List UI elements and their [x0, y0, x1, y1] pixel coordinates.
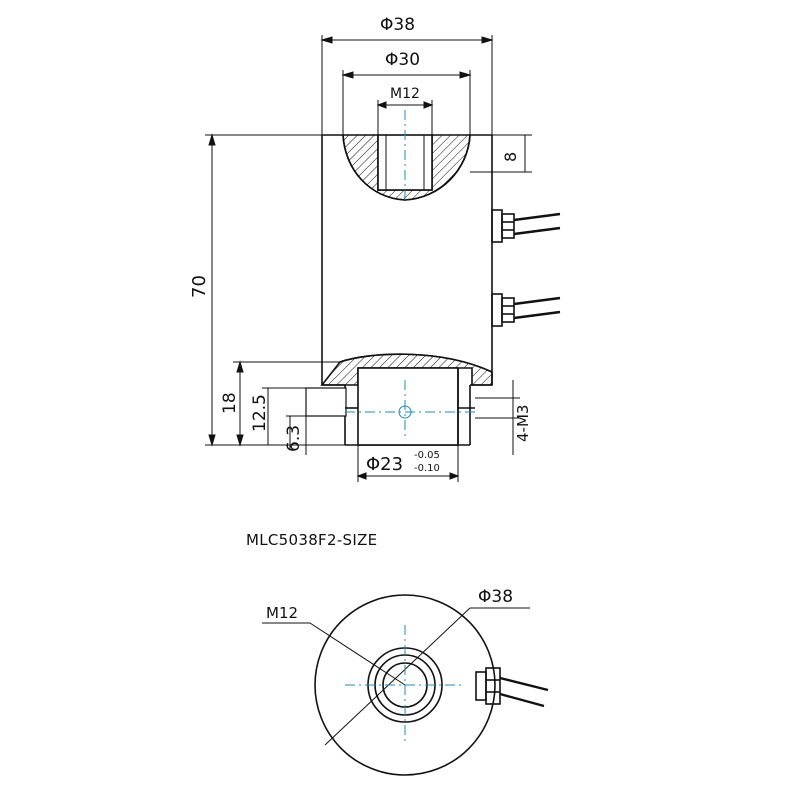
dim-bottom-bore-tol-lower: -0.10	[414, 463, 440, 474]
top-view-cable-connector	[475, 667, 549, 708]
dim-pocket-diameter: Φ30	[385, 50, 420, 70]
dim-top-depth: 8	[501, 152, 520, 162]
dim-outer-diameter: Φ38	[380, 15, 415, 35]
dim-bottom-offset-1: 12.5	[250, 394, 270, 432]
top-view-thread-label: M12	[266, 604, 298, 622]
dim-bottom-offset-2: 6.3	[284, 425, 304, 452]
dim-thread-top: M12	[390, 86, 420, 102]
side-dimensions	[205, 35, 532, 482]
dim-bottom-bore: Φ23	[366, 454, 403, 475]
dim-bottom-height: 18	[220, 392, 240, 414]
model-label: MLC5038F2-SIZE	[246, 531, 378, 549]
top-view-centerlines	[345, 625, 465, 745]
bore-center-mark	[398, 405, 412, 419]
bottom-section-outline	[339, 353, 493, 373]
side-centerlines	[345, 110, 475, 440]
side-view	[305, 134, 561, 446]
top-view-outer-circle	[314, 594, 496, 776]
top-view-outer-diameter-label: Φ38	[478, 587, 513, 607]
cable-connector-lower	[491, 293, 561, 327]
side-m3-hole	[305, 387, 347, 417]
dim-bottom-bore-tol-upper: -0.05	[414, 450, 440, 461]
dim-total-height: 70	[189, 275, 210, 298]
cable-connector-upper	[491, 209, 561, 243]
dim-side-thread: 4-M3	[514, 405, 532, 442]
